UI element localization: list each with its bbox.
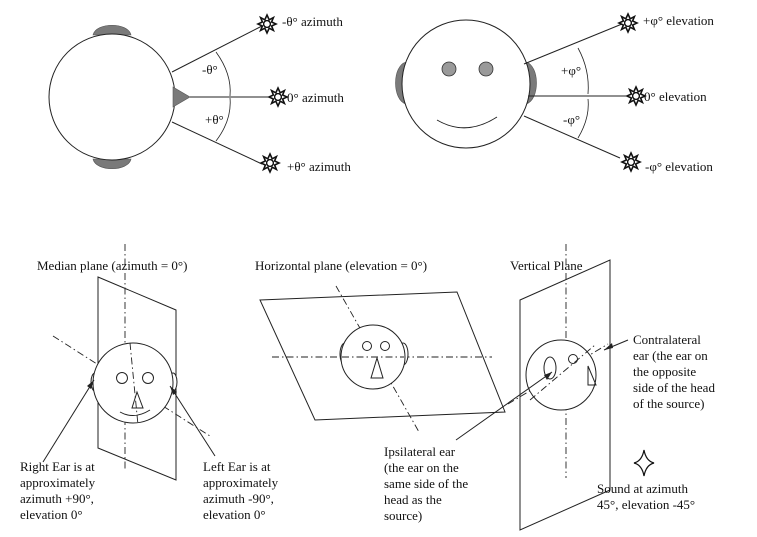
- arrowhead: [170, 386, 177, 395]
- eye-right-horizontal: [380, 341, 390, 351]
- ear-top-top-view: [92, 24, 132, 36]
- pointer-left-ear: [169, 385, 216, 457]
- neg-azimuth-label: -θ° azimuth: [282, 14, 343, 29]
- median-plane-title: Median plane (azimuth = 0°): [37, 258, 187, 273]
- horizontal-plane: [259, 291, 506, 421]
- median-plane-figure: [42, 244, 216, 481]
- eye-left-median: [116, 372, 128, 384]
- left-ear-annotation: Left Ear is at approximately azimuth -90…: [203, 459, 281, 522]
- arc-pos-elevation: [577, 47, 589, 95]
- sun-icon: [260, 153, 280, 173]
- head-top-view: [48, 33, 176, 161]
- angle-pos-elev-label: +φ°: [561, 63, 581, 78]
- pos-azimuth-label: +θ° azimuth: [287, 159, 351, 174]
- eye-vertical: [568, 354, 578, 364]
- horizontal-plane-figure: [259, 285, 506, 433]
- vertical-plane: [519, 259, 611, 531]
- head-vertical: [525, 339, 597, 411]
- arc-neg-elevation: [577, 98, 589, 139]
- vertical-plane-title: Vertical Plane: [510, 258, 583, 273]
- sun-icon: [268, 87, 288, 107]
- vertical-plane-figure: [455, 244, 655, 531]
- head-front-view: [401, 19, 531, 149]
- right-ear-annotation: Right Ear is at approximately azimuth +9…: [20, 459, 98, 522]
- horizontal-plane-title: Horizontal plane (elevation = 0°): [255, 258, 427, 273]
- pointer-ipsilateral: [455, 371, 553, 441]
- arc-pos-azimuth: [215, 97, 231, 142]
- elevation-front-view: +φ° -φ° +φ° elevation 0° elevation -φ° e…: [395, 13, 714, 174]
- contralateral-annotation: Contralateral ear (the ear on the opposi…: [633, 332, 718, 411]
- arrowhead: [87, 380, 94, 389]
- angle-neg-elev-label: -φ°: [563, 112, 580, 127]
- arrowhead: [604, 343, 613, 350]
- eye-left-horizontal: [362, 341, 372, 351]
- sun-icon: [626, 86, 646, 106]
- sound-source-star-icon: [633, 449, 655, 477]
- ray-pos-azimuth: [171, 121, 263, 165]
- nose-horizontal: [370, 356, 384, 379]
- sun-icon: [621, 152, 641, 172]
- nose-top-view: [172, 86, 191, 108]
- pos-elevation-label: +φ° elevation: [643, 13, 714, 28]
- angle-neg-label: -θ°: [202, 62, 218, 77]
- sound-annotation: Sound at azimuth 45°, elevation -45°: [597, 481, 695, 512]
- mouth-median: [119, 409, 151, 416]
- sun-icon: [257, 14, 277, 34]
- pointer-right-ear: [42, 379, 95, 463]
- ear-ipsilateral-front: [543, 356, 557, 380]
- eye-right: [478, 61, 494, 77]
- sun-icon: [618, 13, 638, 33]
- ipsilateral-annotation: Ipsilateral ear (the ear on the same sid…: [384, 444, 471, 523]
- smile: [436, 116, 498, 129]
- ray-neg-azimuth: [171, 25, 263, 73]
- zero-azimuth-label: 0° azimuth: [287, 90, 344, 105]
- nose-vertical: [587, 365, 597, 386]
- neg-elevation-label: -φ° elevation: [645, 159, 713, 174]
- ray-neg-elevation: [523, 115, 621, 159]
- arc-neg-azimuth: [215, 51, 231, 97]
- zero-elevation-label: 0° elevation: [644, 89, 707, 104]
- median-axis-front: [129, 342, 139, 426]
- head-median: [92, 342, 174, 424]
- arrowhead: [544, 372, 552, 380]
- eye-right-median: [142, 372, 154, 384]
- ray-pos-elevation: [523, 23, 623, 65]
- nose-median: [131, 390, 144, 409]
- azimuth-top-view: -θ° +θ° -θ° azimuth 0° azimuth +θ° azimu…: [48, 14, 351, 174]
- angle-pos-label: +θ°: [205, 112, 224, 127]
- eye-left: [441, 61, 457, 77]
- ear-bottom-top-view: [92, 158, 132, 170]
